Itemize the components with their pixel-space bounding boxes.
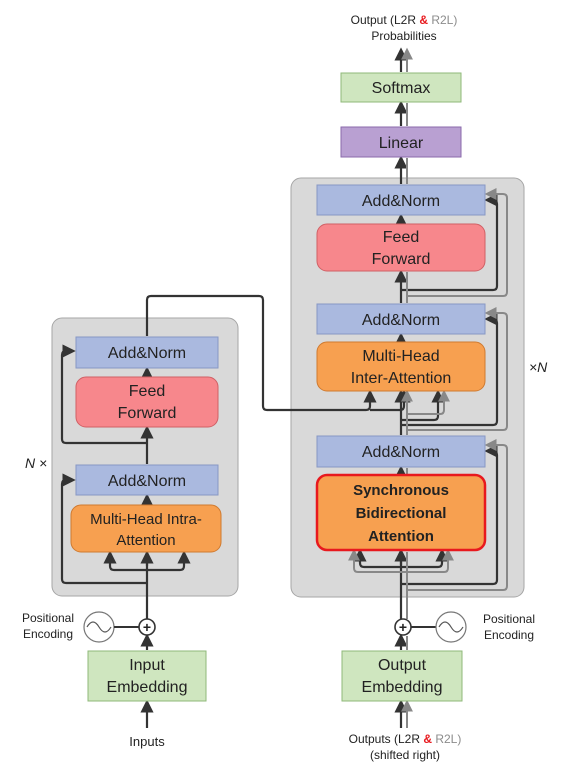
- decoder-plus-label: +: [399, 619, 407, 635]
- encoder-add-norm-top-label: Add&Norm: [108, 345, 186, 362]
- decoder-add-norm-bottom-label: Add&Norm: [362, 444, 440, 461]
- encoder-embedding-line1: Input: [129, 657, 165, 674]
- encoder-feed-forward: [75, 376, 219, 428]
- decoder-embedding-line1: Output: [378, 657, 427, 674]
- decoder-softmax-label: Softmax: [372, 80, 431, 97]
- encoder-n-label: N ×: [25, 455, 47, 471]
- decoder-r2l-connections: [348, 47, 508, 728]
- decoder-add-norm-mid-label: Add&Norm: [362, 312, 440, 329]
- decoder-shifted-label: (shifted right): [370, 748, 440, 762]
- encoder-ff-line2: Forward: [118, 405, 177, 422]
- decoder-outputs-prefix: Outputs (L2R: [349, 732, 424, 746]
- encoder-input-embedding: [87, 650, 207, 702]
- encoder-attention-line2: Attention: [116, 532, 175, 549]
- decoder-outputs-line1: Outputs (L2R & R2L): [349, 732, 462, 746]
- decoder-inter-line2: Inter-Attention: [351, 370, 452, 387]
- decoder-sba-line1: Synchronous: [353, 482, 449, 499]
- decoder-ff-line1: Feed: [383, 229, 419, 246]
- decoder-outputs-amp: &: [423, 732, 432, 746]
- decoder-add-norm-top: [316, 184, 486, 216]
- encoder-add-norm-bottom-label: Add&Norm: [108, 473, 186, 490]
- encoder-embedding-line2: Embedding: [107, 679, 188, 696]
- decoder-linear-label: Linear: [379, 135, 424, 152]
- encoder-attention: [70, 504, 222, 553]
- decoder-output-embedding: [341, 650, 463, 702]
- decoder-embedding-line2: Embedding: [362, 679, 443, 696]
- decoder-connections: [353, 47, 499, 728]
- decoder-sba-line3: Attention: [368, 528, 434, 545]
- encoder-add-norm-top: [75, 336, 219, 369]
- decoder-add-norm-top-label: Add&Norm: [362, 193, 440, 210]
- decoder-output-amp: &: [419, 13, 428, 27]
- decoder-inter-line1: Multi-Head: [362, 348, 439, 365]
- decoder-ff-line2: Forward: [372, 251, 431, 268]
- decoder-n-label: ×N: [529, 359, 548, 375]
- decoder-output-prefix: Output (L2R: [351, 13, 420, 27]
- encoder-attention-line1: Multi-Head Intra-: [90, 511, 202, 528]
- decoder-softmax: [340, 72, 462, 103]
- decoder-linear: [340, 126, 462, 158]
- encoder-inputs-label: Inputs: [129, 734, 165, 749]
- decoder-output-line2: Probabilities: [371, 29, 436, 43]
- decoder-output-r2l: R2L): [431, 13, 457, 27]
- encoder-positional-line1: Positional: [22, 611, 74, 625]
- decoder-add-norm-bottom: [316, 435, 486, 468]
- decoder-add-norm-mid: [316, 303, 486, 335]
- encoder-positional-line2: Encoding: [23, 627, 73, 641]
- decoder-sba: [315, 473, 487, 552]
- decoder-sba-line2: Bidirectional: [356, 505, 447, 522]
- encoder-add-norm-bottom: [75, 464, 219, 496]
- decoder-output-line1: Output (L2R & R2L): [351, 13, 458, 27]
- decoder-inter-attention: [316, 341, 486, 392]
- decoder-feed-forward: [316, 223, 486, 272]
- decoder-outputs-r2l: R2L): [435, 732, 461, 746]
- decoder-positional-line2: Encoding: [484, 628, 534, 642]
- encoder-plus-label: +: [143, 619, 151, 635]
- decoder-positional-line1: Positional: [483, 612, 535, 626]
- encoder-ff-line1: Feed: [129, 383, 165, 400]
